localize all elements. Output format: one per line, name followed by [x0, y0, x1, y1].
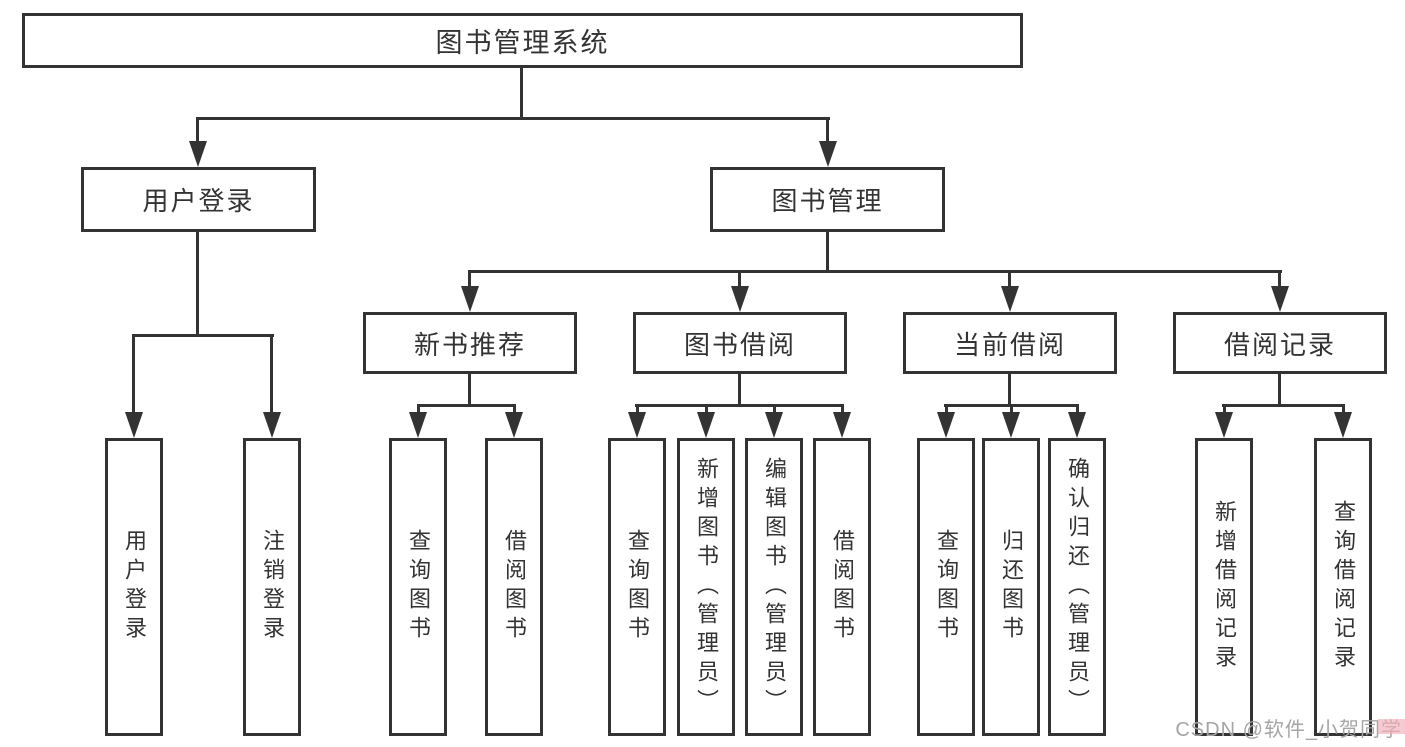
connector-drop — [945, 404, 948, 415]
connector-drop-user-login — [196, 117, 199, 145]
connector-drop — [636, 404, 639, 415]
node-label: 注销登录 — [260, 529, 285, 645]
node-leaf-query-borrow-record: 查询借阅记录 — [1314, 438, 1372, 736]
connector-book-management-stem — [826, 230, 829, 273]
node-leaf-confirm-return-admin: 确认归还（管理员） — [1048, 438, 1106, 736]
connector-drop — [841, 404, 844, 415]
arrowhead-down-icon — [819, 141, 837, 167]
node-label: 归还图书 — [999, 529, 1024, 645]
arrowhead-down-icon — [263, 412, 281, 438]
connector-drop — [1010, 404, 1013, 415]
connector-drop — [513, 404, 516, 415]
node-leaf-add-books-admin: 新增图书（管理员） — [677, 438, 735, 736]
connector-drop — [417, 404, 420, 415]
node-leaf-borrow-books: 借阅图书 — [485, 438, 543, 736]
connector-user-login-stem — [196, 230, 199, 337]
node-root-library-system: 图书管理系统 — [22, 13, 1023, 68]
node-label: 编辑图书（管理员） — [762, 456, 787, 718]
node-leaf-user-login: 用户登录 — [105, 438, 163, 736]
node-leaf-edit-books-admin: 编辑图书（管理员） — [745, 438, 803, 736]
arrowhead-down-icon — [697, 412, 715, 438]
arrowhead-down-icon — [1068, 412, 1086, 438]
node-borrow-records: 借阅记录 — [1173, 312, 1387, 374]
csdn-watermark: CSDN @软件_小贺同学 — [1175, 719, 1402, 741]
connector-stem — [1008, 372, 1011, 407]
arrowhead-down-icon — [189, 141, 207, 167]
connector-drop — [705, 404, 708, 415]
node-leaf-borrow-books: 借阅图书 — [813, 438, 871, 736]
arrowhead-down-icon — [1002, 412, 1020, 438]
connector-drop — [1278, 270, 1281, 290]
connector-drop — [1008, 270, 1011, 290]
arrowhead-down-icon — [937, 412, 955, 438]
node-leaf-add-borrow-record: 新增借阅记录 — [1195, 438, 1253, 736]
connector-stem — [468, 372, 471, 407]
connector-drop — [738, 270, 741, 290]
connector-drop — [773, 404, 776, 415]
connector-book-management-split — [469, 270, 1282, 273]
connector-stem — [1278, 372, 1281, 407]
node-label: 查询图书 — [406, 529, 431, 645]
arrowhead-down-icon — [833, 412, 851, 438]
node-label: 借阅图书 — [502, 529, 527, 645]
arrowhead-down-icon — [628, 412, 646, 438]
node-label: 查询图书 — [625, 529, 650, 645]
connector-drop — [468, 270, 471, 290]
node-new-book-recommend: 新书推荐 — [363, 312, 577, 374]
connector-split — [635, 404, 844, 407]
node-label: 新增图书（管理员） — [694, 456, 719, 718]
connector-user-login-split — [133, 334, 274, 337]
node-leaf-logout: 注销登录 — [243, 438, 301, 736]
watermark-accent-band — [1378, 719, 1405, 734]
connector-drop — [132, 334, 135, 416]
connector-drop — [1342, 404, 1345, 415]
arrowhead-down-icon — [1334, 412, 1352, 438]
node-label: 查询借阅记录 — [1331, 500, 1356, 674]
node-leaf-query-books: 查询图书 — [608, 438, 666, 736]
connector-root-split — [197, 117, 830, 120]
node-label: 借阅图书 — [830, 529, 855, 645]
node-label: 用户登录 — [122, 529, 147, 645]
arrowhead-down-icon — [765, 412, 783, 438]
arrowhead-down-icon — [125, 412, 143, 438]
arrowhead-down-icon — [731, 286, 749, 312]
connector-split — [1222, 404, 1345, 407]
node-book-borrow: 图书借阅 — [633, 312, 847, 374]
connector-split — [417, 404, 516, 407]
connector-stem — [738, 372, 741, 407]
node-leaf-query-books: 查询图书 — [389, 438, 447, 736]
connector-drop-book-management — [826, 117, 829, 145]
node-label: 查询图书 — [934, 529, 959, 645]
connector-drop — [1076, 404, 1079, 415]
arrowhead-down-icon — [505, 412, 523, 438]
arrowhead-down-icon — [1001, 286, 1019, 312]
arrowhead-down-icon — [409, 412, 427, 438]
arrowhead-down-icon — [461, 286, 479, 312]
node-user-login: 用户登录 — [81, 167, 316, 232]
arrowhead-down-icon — [1215, 412, 1233, 438]
node-label: 新增借阅记录 — [1212, 500, 1237, 674]
arrowhead-down-icon — [1271, 286, 1289, 312]
node-leaf-query-books: 查询图书 — [917, 438, 975, 736]
node-label: 确认归还（管理员） — [1065, 456, 1090, 718]
node-leaf-return-books: 归还图书 — [982, 438, 1040, 736]
connector-drop — [270, 334, 273, 416]
node-book-management: 图书管理 — [710, 167, 945, 232]
node-current-borrow: 当前借阅 — [903, 312, 1117, 374]
connector-root-stem — [520, 66, 523, 118]
connector-drop — [1223, 404, 1226, 415]
